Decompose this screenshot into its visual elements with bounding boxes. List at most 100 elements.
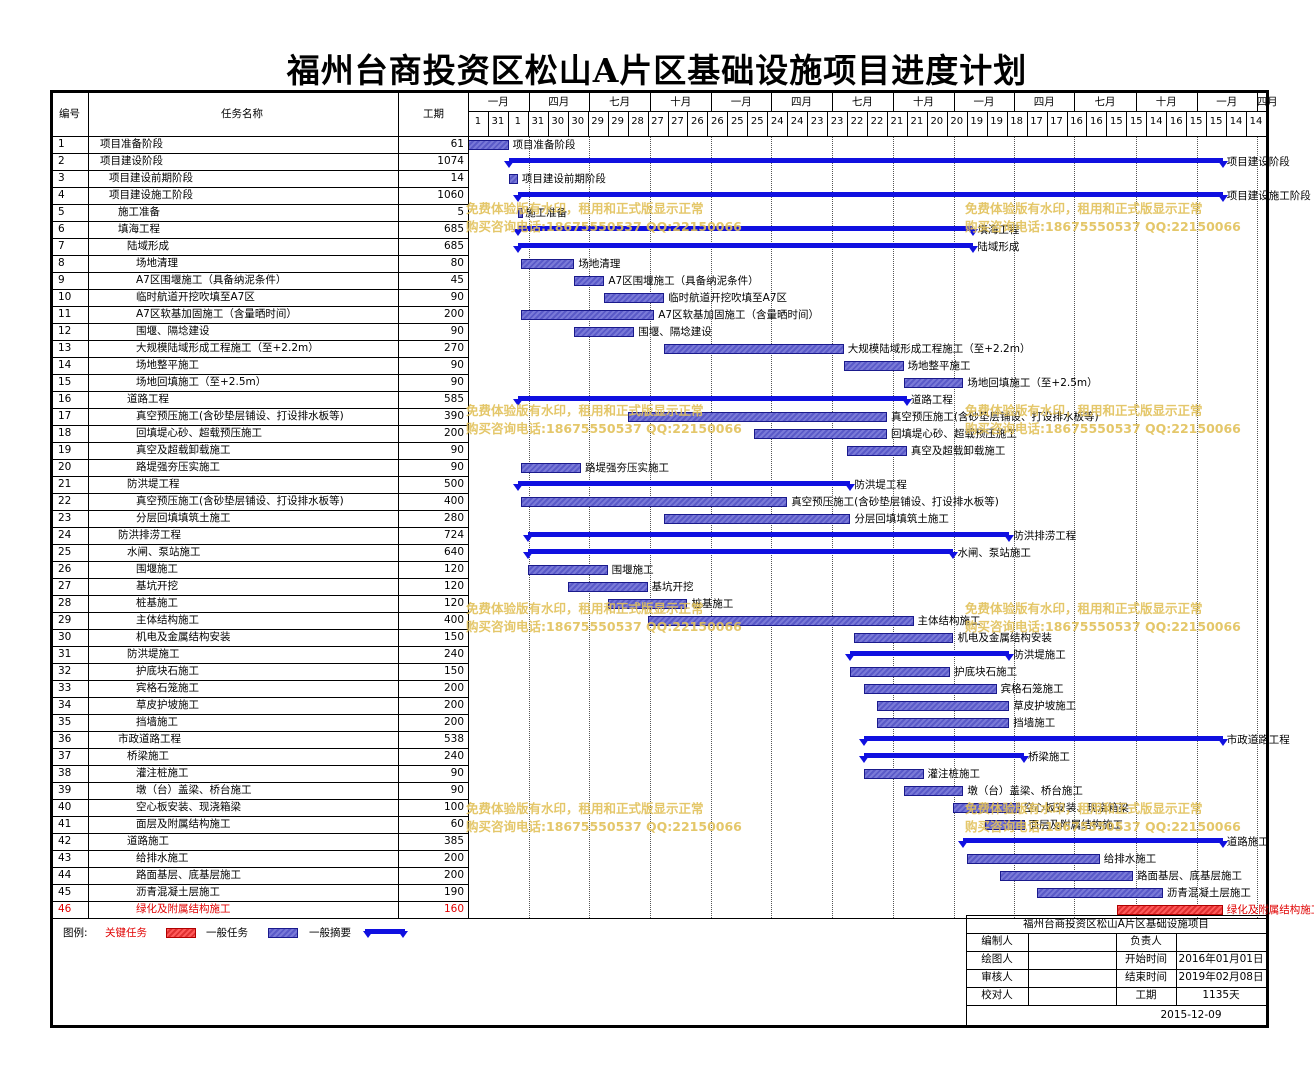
summary-bar (527, 548, 954, 554)
tick-label: 15 (1109, 116, 1123, 127)
bar-label: 主体结构施工 (917, 614, 981, 627)
tick-label: 1 (474, 116, 482, 127)
task-id: 10 (58, 291, 72, 303)
bar-label: 护底块石施工 (954, 665, 1018, 678)
bar-label: 临时航道开挖吹填至A7区 (668, 291, 788, 304)
task-bar (984, 819, 1025, 830)
task-duration: 200 (443, 716, 464, 728)
task-name: 墩（台）盖梁、桥台施工 (136, 784, 252, 796)
month-gridline (892, 136, 894, 918)
month-gridline (1074, 136, 1076, 918)
month-label: 一月 (1216, 96, 1238, 108)
month-gridline (711, 136, 713, 918)
bar-label: A7区围堰施工（具备纳泥条件） (608, 274, 759, 287)
col-rule-id (88, 93, 89, 918)
task-id: 43 (58, 852, 72, 864)
row-rule (53, 918, 468, 919)
task-id: 37 (58, 750, 72, 762)
task-id: 33 (58, 682, 72, 694)
task-bar (863, 768, 924, 779)
task-name: 主体结构施工 (136, 614, 199, 626)
tick-label: 21 (890, 116, 904, 127)
tick-label: 24 (770, 116, 784, 127)
tick-label: 16 (1169, 116, 1183, 127)
month-label: 十月 (913, 96, 934, 108)
bar-label: 场地整平施工 (907, 359, 971, 372)
bar-label: 陆域形成 (977, 240, 1020, 253)
bar-label: 桥梁施工 (1027, 750, 1070, 763)
row-rule (53, 391, 468, 392)
task-id: 29 (58, 614, 72, 626)
row-rule (53, 629, 468, 630)
task-duration: 200 (443, 852, 464, 864)
tick-rule (946, 111, 948, 136)
task-duration: 538 (443, 733, 464, 745)
tick-label: 21 (910, 116, 924, 127)
task-name: 项目准备阶段 (100, 138, 163, 150)
bar-label: 真空及超载卸载施工 (910, 444, 1006, 457)
info-cell: 校对人 (981, 989, 1013, 1001)
summary-bar-end-cap (968, 228, 979, 236)
summary-bar (863, 752, 1024, 758)
summary-bar (517, 191, 1223, 197)
info-cell: 1135天 (1202, 989, 1240, 1001)
task-duration: 190 (443, 886, 464, 898)
tick-label: 30 (551, 116, 565, 127)
info-col-rule (1028, 933, 1029, 1005)
row-rule (53, 833, 468, 834)
bar-label: 墩（台）盖梁、桥台施工 (967, 784, 1083, 797)
bar-label: 防洪堤工程 (854, 478, 907, 491)
bar-label: 水闸、泵站施工 (957, 546, 1031, 559)
task-name: 项目建设施工阶段 (109, 189, 193, 201)
task-name: 绿化及附属结构施工 (136, 903, 231, 915)
task-bar (876, 717, 1010, 728)
col-rule-name (398, 93, 399, 918)
tick-label: 14 (1249, 116, 1263, 127)
page-title: 福州台商投资区松山A片区基础设施项目进度计划 (286, 51, 1028, 90)
row-rule (53, 204, 468, 205)
summary-bar-start-cap (503, 160, 514, 168)
summary-bar-end-cap (1217, 160, 1228, 168)
tick-label: 20 (950, 116, 964, 127)
tick-label: 29 (591, 116, 605, 127)
watermark-line-2: 购买咨询电话:18675550537 QQ:22150066 (965, 219, 1241, 234)
month-label: 一月 (487, 96, 509, 108)
watermark-line-1: 免费体验版有水印，租用和正式版显示正常 (466, 201, 704, 216)
watermark-line-1: 免费体验版有水印，租用和正式版显示正常 (965, 601, 1203, 616)
bar-label: 桩基施工 (691, 597, 734, 610)
summary-bar-end-cap (901, 398, 912, 406)
summary-bar-end-cap (968, 245, 979, 253)
task-duration: 60 (450, 818, 464, 830)
task-duration: 640 (443, 546, 464, 558)
month-label: 四月 (1256, 96, 1278, 108)
month-label: 四月 (548, 96, 570, 108)
task-bar (607, 598, 688, 609)
tick-label: 1 (514, 116, 522, 127)
tick-label: 19 (970, 116, 984, 127)
summary-bar-start-cap (858, 738, 869, 746)
bar-label: 场地清理 (578, 257, 621, 270)
tick-label: 23 (830, 116, 844, 127)
row-rule (53, 561, 468, 562)
task-bar (604, 292, 665, 303)
row-rule (53, 748, 468, 749)
task-duration: 90 (450, 444, 464, 456)
task-id: 22 (58, 495, 72, 507)
legend-summary-swatch-left (363, 931, 373, 938)
tick-label: 24 (790, 116, 804, 127)
task-duration: 1074 (437, 155, 464, 167)
bar-label: 道路工程 (910, 393, 953, 406)
bar-label: 机电及金属结构安装 (957, 631, 1052, 644)
task-id: 8 (58, 257, 65, 269)
summary-bar-start-cap (512, 398, 523, 406)
row-rule (53, 612, 468, 613)
tick-label: 25 (750, 116, 764, 127)
task-bar (1036, 887, 1163, 898)
tick-label: 14 (1149, 116, 1163, 127)
task-duration: 100 (443, 801, 464, 813)
task-bar (527, 564, 608, 575)
tick-rule (847, 111, 849, 136)
task-name: 分层回填填筑土施工 (136, 512, 231, 524)
summary-bar-start-cap (512, 228, 523, 236)
info-cell: 结束时间 (1125, 971, 1167, 983)
